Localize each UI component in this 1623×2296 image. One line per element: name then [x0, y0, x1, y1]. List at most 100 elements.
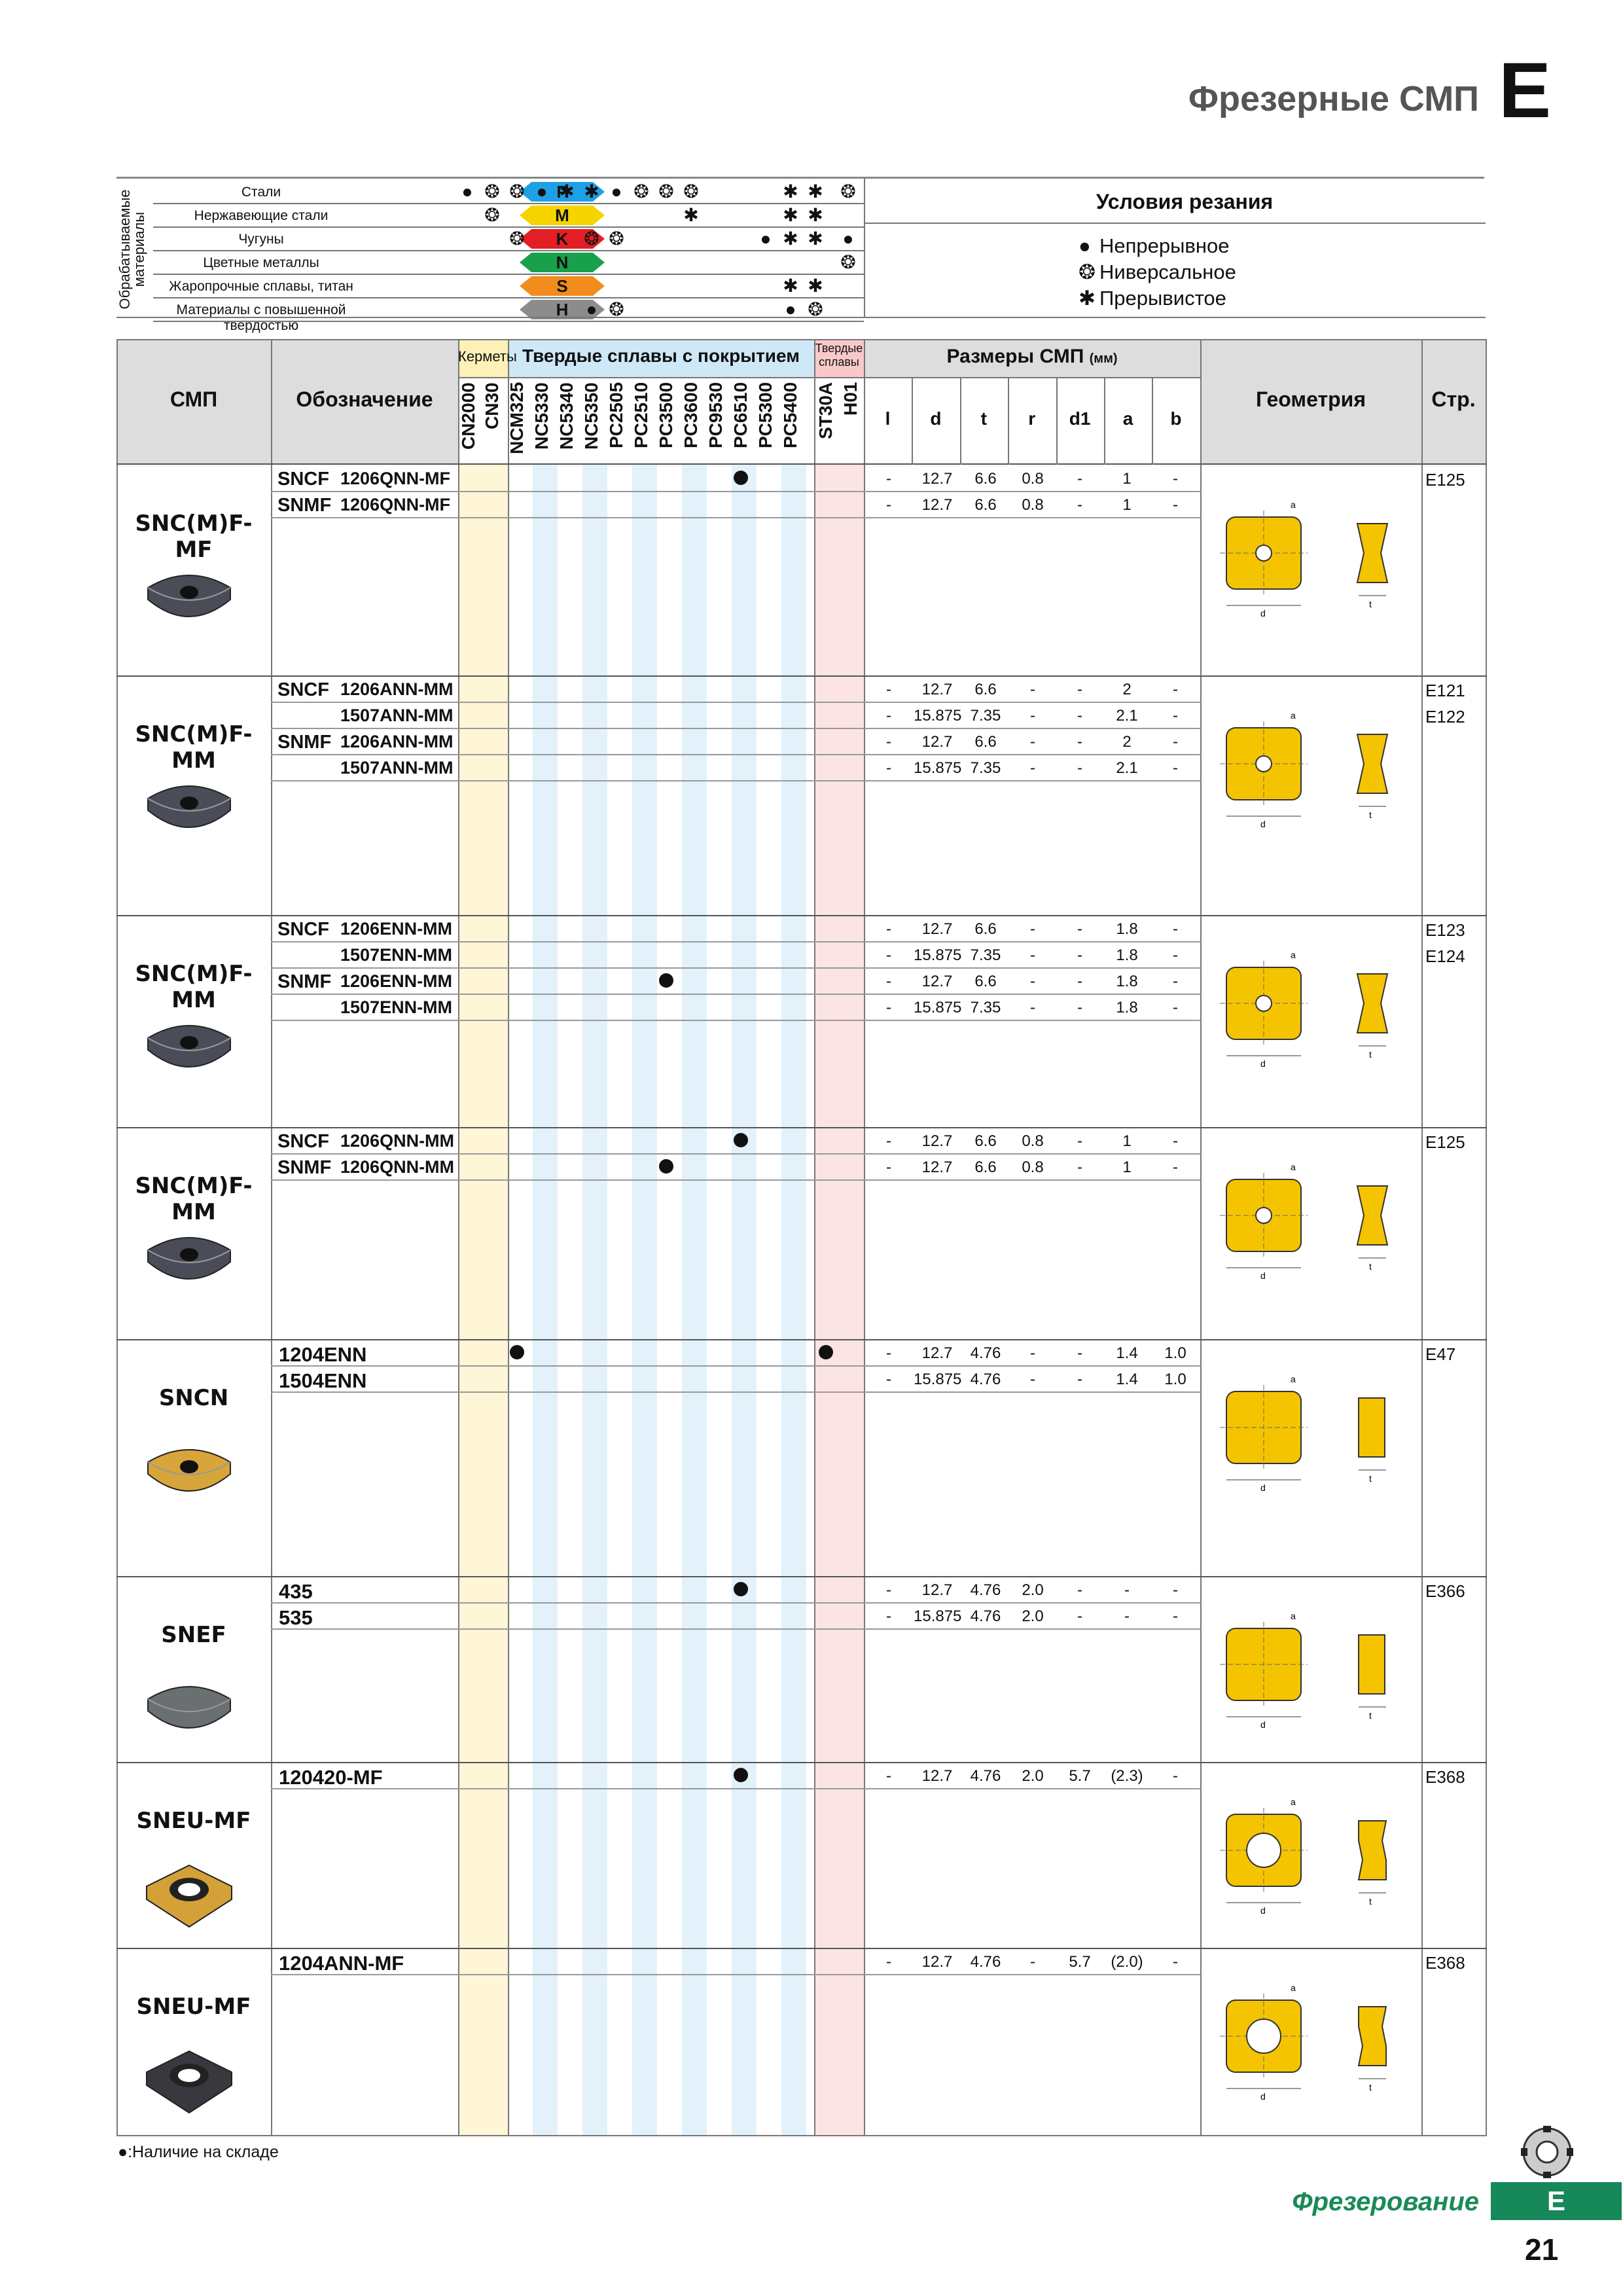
grade-label: CN2000 — [458, 382, 478, 450]
dim-value: - — [1173, 470, 1178, 488]
svg-text:a: a — [1291, 1797, 1296, 1807]
section-divider — [116, 1339, 1487, 1340]
dim-value: 2.1 — [1116, 707, 1138, 725]
row-divider — [271, 1020, 1200, 1021]
dim-value: 2.0 — [1022, 1607, 1044, 1625]
insert-image-ringdark — [134, 2039, 245, 2128]
grade-column — [781, 465, 806, 2135]
dim-value: 15.875 — [914, 999, 962, 1016]
grade-label: NC5340 — [556, 382, 577, 450]
material-name: Цветные металлы — [203, 255, 319, 270]
dim-value: 15.875 — [914, 946, 962, 964]
section-title: SNC(M)F-MM — [135, 1173, 253, 1225]
designation-code: 1206QNN-MF — [340, 469, 451, 488]
condition-symbol: ✱ — [783, 181, 798, 202]
condition-continuous: ●Непрерывное — [1079, 234, 1230, 257]
page-ref: E123 — [1425, 920, 1465, 940]
material-name: Чугуны — [238, 232, 284, 247]
section-divider — [116, 1762, 1487, 1763]
grade-label: PC5400 — [780, 382, 800, 449]
dim-value: - — [1077, 681, 1082, 698]
condition-symbol: ❂ — [584, 228, 599, 249]
dim-value: - — [1077, 1132, 1082, 1150]
section-title: SNEU-MF — [136, 1808, 251, 1834]
grade-label: H01 — [840, 382, 861, 416]
grade-label: NC5330 — [531, 382, 552, 450]
dim-value: 5.7 — [1069, 1767, 1091, 1785]
dim-value: 15.875 — [914, 1371, 962, 1388]
designation-code: 1206QNN-MM — [340, 1131, 455, 1151]
dim-value: 7.35 — [970, 946, 1001, 964]
condition-symbol: ● — [461, 181, 473, 202]
grade-column — [839, 465, 864, 2135]
condition-symbol: ● — [586, 299, 597, 319]
grade-column — [458, 465, 483, 2135]
dim-value: 12.7 — [921, 1953, 953, 1971]
designation-prefix: SNMF — [277, 971, 332, 992]
row-divider — [271, 1602, 1200, 1604]
divider — [864, 178, 865, 318]
dim-value: 12.7 — [921, 973, 953, 990]
materials-label: Обрабатываемые материалы — [116, 189, 147, 310]
page-ref: E366 — [1425, 1581, 1465, 1601]
dim-value: - — [886, 973, 891, 990]
row-divider — [271, 517, 1200, 518]
dim-value: 1.4 — [1116, 1344, 1138, 1362]
dim-value: - — [886, 946, 891, 964]
stock-dot — [734, 1768, 748, 1782]
row-divider — [271, 967, 1200, 969]
dim-value: 12.7 — [921, 920, 953, 938]
designation-prefix: SNCF — [277, 469, 329, 490]
dim-value: - — [886, 733, 891, 751]
iso-tag: H — [520, 300, 605, 319]
condition-symbol: ✱ — [808, 181, 823, 202]
dim-label: l — [885, 408, 891, 429]
svg-text:a: a — [1291, 710, 1296, 721]
dim-value: 1 — [1122, 1132, 1132, 1150]
dim-value: 4.76 — [970, 1344, 1001, 1362]
row-divider — [271, 941, 1200, 942]
grade-label: PC9530 — [705, 382, 726, 449]
dim-value: - — [1173, 999, 1178, 1016]
dim-value: - — [1030, 1953, 1035, 1971]
svg-text:t: t — [1369, 1896, 1372, 1907]
section-title: SNEF — [161, 1622, 226, 1648]
svg-text:t: t — [1369, 1261, 1372, 1272]
designation-header: Обозначение — [296, 387, 433, 411]
section-divider — [116, 1948, 1487, 1949]
designation-code: 1507ANN-MM — [340, 758, 454, 778]
condition-symbol: ❂ — [840, 181, 856, 202]
section-title: SNCN — [158, 1385, 229, 1411]
row-divider — [271, 994, 1200, 995]
coated-group: Твердые сплавы с покрытием — [522, 346, 800, 366]
table-frame — [116, 339, 1487, 2136]
condition-symbol: ● — [760, 228, 772, 249]
dim-value: - — [1124, 1607, 1130, 1625]
grade-label: PC3600 — [681, 382, 701, 449]
dim-value: - — [886, 1581, 891, 1599]
dim-divider — [1104, 377, 1105, 465]
stock-dot — [510, 1345, 524, 1359]
dim-value: - — [886, 1371, 891, 1388]
dim-value: - — [1030, 681, 1035, 698]
column-divider — [1200, 339, 1202, 2136]
dim-value: - — [1030, 999, 1035, 1016]
designation-code: 1206ANN-MM — [340, 732, 454, 751]
insert-image-dark — [134, 1219, 245, 1307]
header-divider — [864, 377, 1200, 378]
carbide-group: Твердые сплавы — [815, 342, 863, 368]
dim-value: 0.8 — [1022, 1132, 1044, 1150]
section-divider — [116, 915, 1487, 916]
dim-value: - — [1077, 470, 1082, 488]
dim-value: - — [1173, 759, 1178, 777]
grade-column — [607, 465, 632, 2135]
condition-symbol: ❂ — [683, 181, 699, 202]
designation-prefix: SNCF — [277, 919, 329, 940]
section-divider — [116, 1576, 1487, 1577]
dim-value: 1.8 — [1116, 999, 1138, 1016]
dim-label: r — [1028, 408, 1036, 429]
